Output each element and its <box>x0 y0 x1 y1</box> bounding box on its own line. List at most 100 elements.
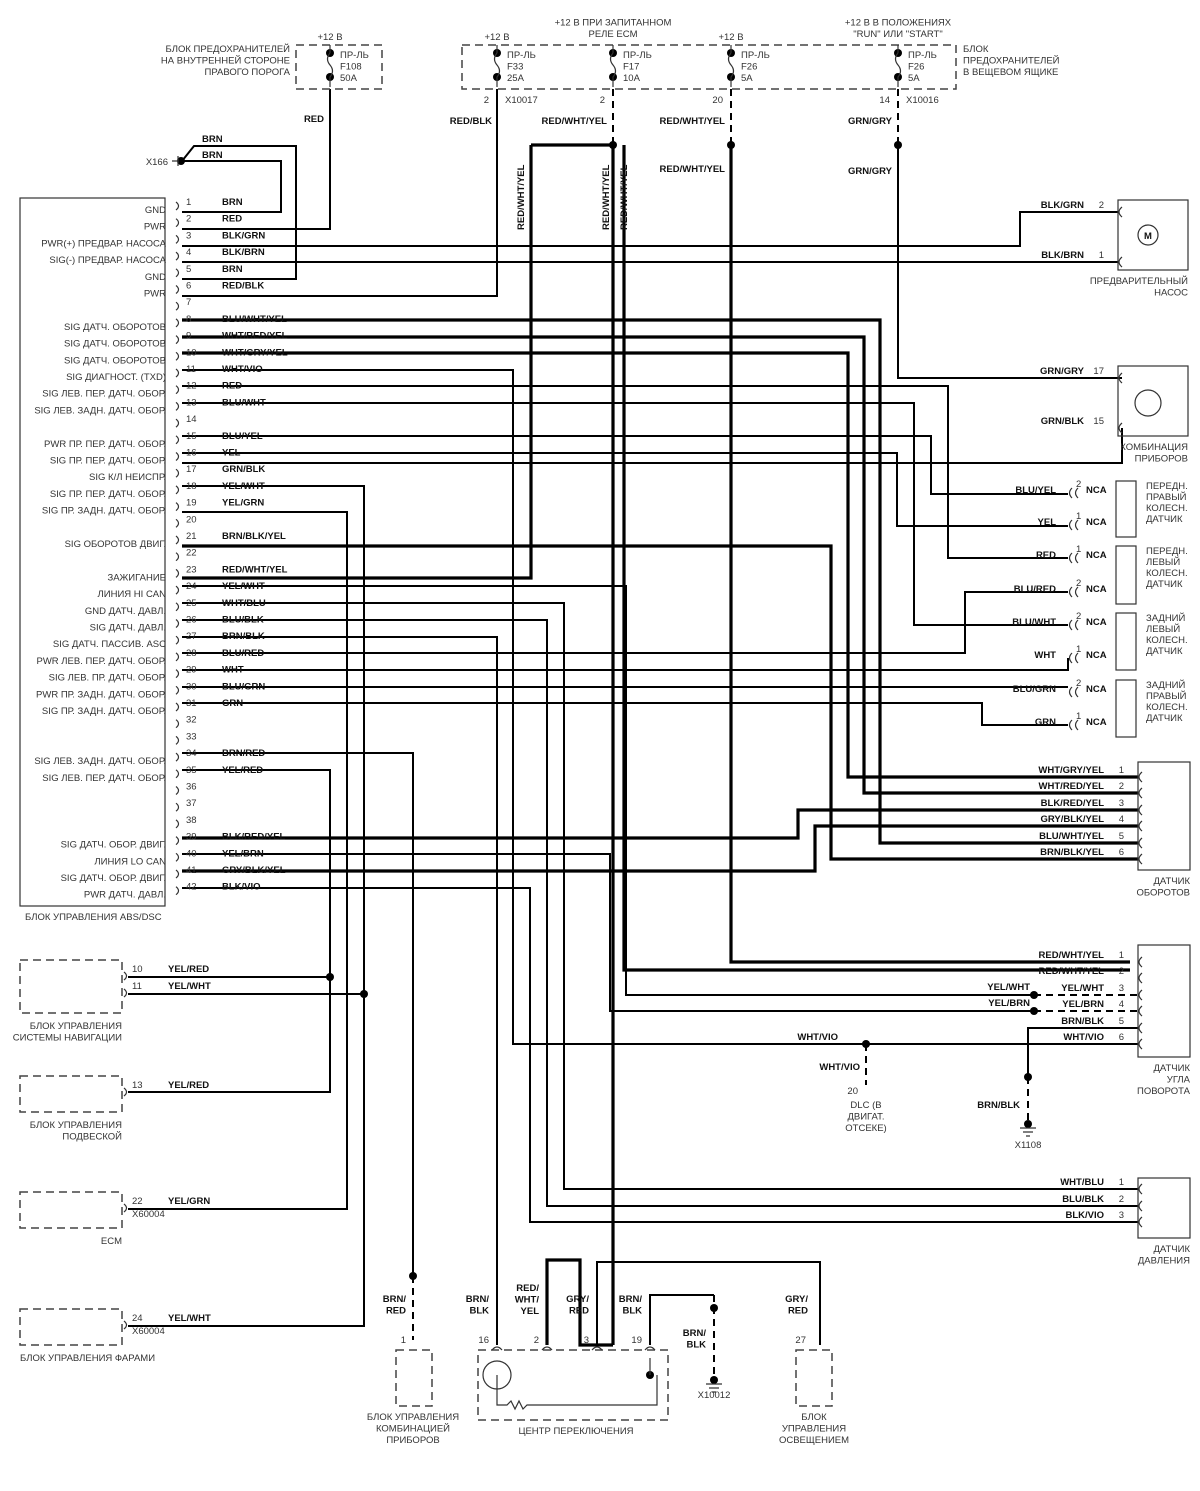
nav-module-box-title: БЛОК УПРАВЛЕНИЯ <box>30 1021 122 1032</box>
pre-pump-box-title: ПРЕДВАРИТЕЛЬНЫЙ <box>1090 275 1188 287</box>
pin-number: 26 <box>186 615 197 626</box>
wire-color-label: RED <box>304 114 324 125</box>
wire-blk-vio-pin42 <box>182 887 1138 1223</box>
pin-connector-icon <box>175 268 180 278</box>
wire-color-label: BRN/ <box>619 1294 643 1305</box>
fuse-block-sill-title: НА ВНУТРЕННЕЙ СТОРОНЕ <box>161 55 290 67</box>
suspension-module-box-title: ПОДВЕСКОЙ <box>62 1131 122 1143</box>
headlight-module-box <box>19 1308 123 1346</box>
wire-blk-red-yel <box>182 808 1138 840</box>
dlc-title: DLC (В <box>850 1100 881 1111</box>
pin-connector-icon <box>175 652 180 662</box>
wire-color-label: YEL/RED <box>168 964 209 975</box>
wire-color-label: BLK/RED/YEL <box>1041 798 1105 809</box>
pin-function-label: SIG ПР. ПЕР. ДАТЧ. ОБОР. <box>50 456 166 467</box>
pin-number: 4 <box>186 247 191 258</box>
pin-connector-icon <box>591 1346 603 1351</box>
pin-connector-icon <box>175 802 180 812</box>
pin-number: 2 <box>484 95 489 106</box>
cluster-control-box <box>395 1349 433 1407</box>
connector-id: NCA <box>1086 617 1107 628</box>
pin-connector-icon <box>175 719 180 729</box>
wheel-sensor-box <box>1115 679 1137 738</box>
fuse-label: 5A <box>908 73 920 84</box>
fuse-label: 10A <box>623 73 641 84</box>
pin-connector-icon <box>123 1203 128 1213</box>
fuse-label: ПР-ЛЬ <box>741 50 770 61</box>
pin-number: 14 <box>186 414 197 425</box>
wire-wht-red-yel <box>182 335 1138 795</box>
pin-function-label: SIG ОБОРОТОВ ДВИГ. <box>65 539 166 550</box>
pin-connector-icon <box>1138 853 1143 865</box>
pin-connector-icon <box>1138 1038 1143 1050</box>
wire-color-label: GRN/GRY <box>1040 366 1085 377</box>
pin-function-label: PWR <box>144 289 166 300</box>
pin-number: 2 <box>186 214 191 225</box>
wire-color-label: WHT/RED/YEL <box>222 331 288 342</box>
wire-color-label: BLK/VIO <box>1065 1210 1104 1221</box>
wire-wheel-sensor-pin15 <box>182 435 1068 495</box>
pin-connector-icon <box>175 301 180 311</box>
wire-color-label: RED/BLK <box>222 281 264 292</box>
wire-color-label: WHT/RED/YEL <box>1039 781 1105 792</box>
wire-color-label: BRN/BLK <box>1061 1016 1104 1027</box>
steering-sensor-box-title: ДАТЧИК <box>1153 1063 1190 1074</box>
wire-color-label: RED <box>788 1306 808 1317</box>
inline-connector-icon <box>1068 652 1079 664</box>
pin-connector-icon <box>175 568 180 578</box>
fuse-icon <box>727 45 735 87</box>
pin-number: 6 <box>1119 1032 1124 1043</box>
pin-connector-icon <box>175 201 180 211</box>
pin-function-label: PWR ПР. ПЕР. ДАТЧ. ОБОР. <box>44 439 166 450</box>
wire-brn-blk-switch <box>649 1294 714 1345</box>
pin-connector-icon <box>123 971 128 981</box>
pin-number: 33 <box>186 731 197 742</box>
wheel-sensor-title: ЛЕВЫЙ <box>1146 556 1180 568</box>
pin-function-label: SIG ЛЕВ. ЗАДН. ДАТЧ. ОБОР. <box>34 756 166 767</box>
suspension-module-box <box>19 1075 123 1113</box>
dlc-title: ОТСЕКЕ) <box>845 1123 886 1134</box>
pin-number: 27 <box>795 1335 806 1346</box>
supply-label: +12 В В ПОЛОЖЕНИЯХ <box>845 18 952 29</box>
pin-connector-icon <box>175 502 180 512</box>
wire-color-label: BLU/YEL <box>222 431 263 442</box>
wheel-sensor-title: ЗАДНИЙ <box>1146 612 1186 624</box>
pin-connector-icon <box>175 619 180 628</box>
wire-to-steering-pin1 <box>729 145 1130 964</box>
speed-sensor-box-title: ДАТЧИК <box>1153 876 1190 887</box>
pin-connector-icon <box>175 234 180 244</box>
wire-color-label: BRN <box>222 264 243 275</box>
supply-label: +12 В <box>484 32 509 43</box>
wheel-sensor-title: КОЛЕСН. <box>1146 503 1188 514</box>
pin-number: 7 <box>186 297 191 308</box>
wheel-sensor-title: ЗАДНИЙ <box>1146 679 1186 691</box>
wheel-sensor-title: ДАТЧИК <box>1146 713 1183 724</box>
wire-color-label: YEL/RED <box>222 765 263 776</box>
wire-color-label: RED/BLK <box>450 116 492 127</box>
speed-sensor-box <box>1137 761 1191 871</box>
pin-connector-icon <box>1138 972 1143 984</box>
connector-id: NCA <box>1086 684 1107 695</box>
wire-color-label: BLK <box>622 1306 642 1317</box>
wire-color-label: BLU/WHT <box>1012 617 1056 628</box>
pin-function-label: GND ДАТЧ. ДАВЛ. <box>85 606 166 617</box>
pin-function-label: SIG(-) ПРЕДВАР. НАСОСА <box>49 255 166 266</box>
pin-connector-icon <box>1138 1216 1143 1228</box>
connector-id: NCA <box>1086 550 1107 561</box>
internal-circuit <box>496 1358 658 1411</box>
wire-color-label: WHT/VIO <box>797 1032 838 1043</box>
wire-color-label: BLK/GRN <box>222 230 265 241</box>
cluster-control-title: ПРИБОРОВ <box>386 1435 439 1446</box>
wire-color-label: RED <box>222 214 242 225</box>
supply-label: РЕЛЕ ECM <box>589 29 638 40</box>
component-boxes <box>19 44 1191 1421</box>
pin-connector-icon <box>175 552 180 562</box>
pin-connector-icon <box>1138 787 1143 799</box>
wire-color-label: BLU/WHT <box>222 397 266 408</box>
wire-color-label: BLU/RED <box>1014 584 1056 595</box>
pin-number: 37 <box>186 798 197 809</box>
pin-connector-icon <box>123 1320 128 1330</box>
wire-wheel-sensor-pin28 <box>182 591 1068 654</box>
nav-module-box <box>19 959 123 1014</box>
wire-color-label: GRN <box>222 698 243 709</box>
